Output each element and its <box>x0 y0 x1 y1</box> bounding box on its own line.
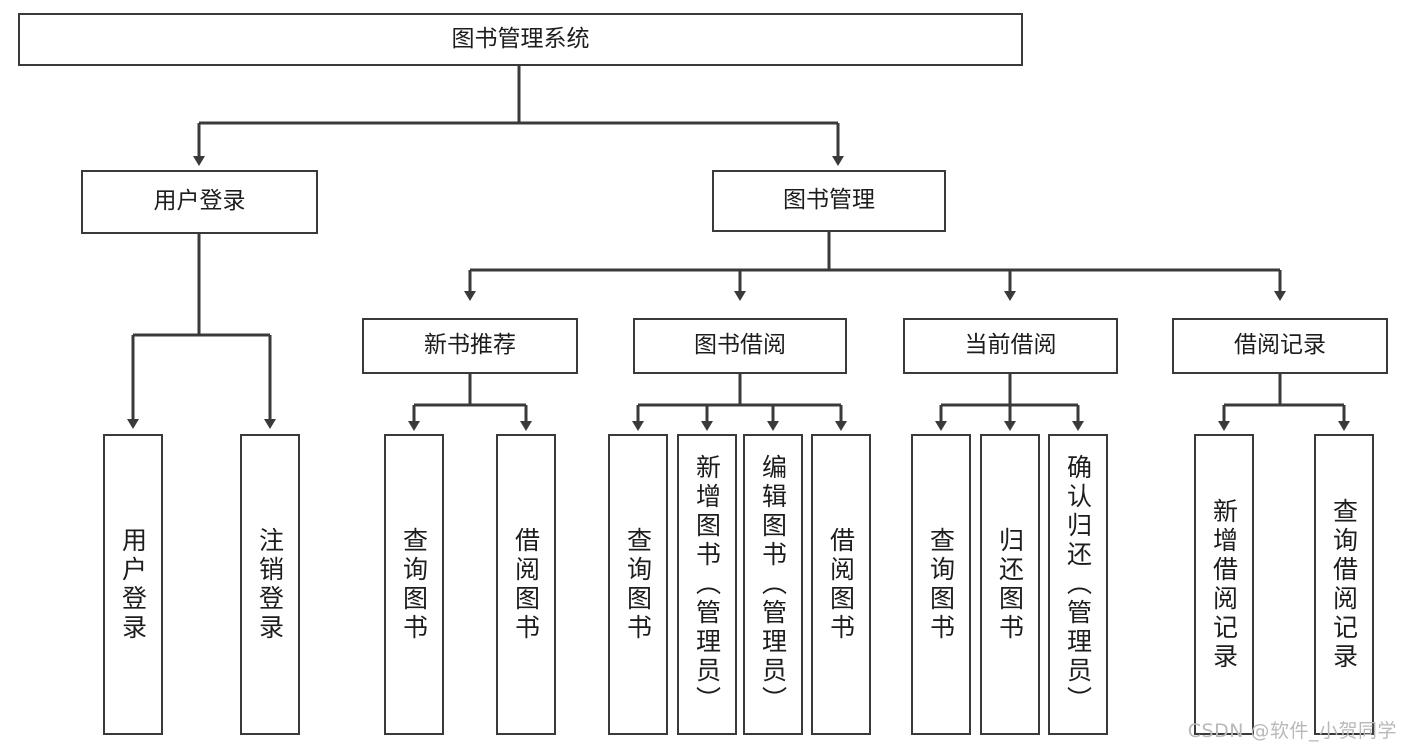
node-label: 图书管理系统 <box>451 25 590 52</box>
leaf-add-book-admin[interactable]: 新增图书（管理员） <box>677 434 737 735</box>
node-label: 新书推荐 <box>424 332 516 359</box>
node-book-borrow[interactable]: 图书借阅 <box>633 318 847 374</box>
node-book-management[interactable]: 图书管理 <box>712 170 946 232</box>
node-label: 借阅记录 <box>1234 332 1326 359</box>
node-label: 借阅图书 <box>511 526 541 643</box>
node-label: 查询图书 <box>623 526 653 643</box>
node-label: 查询图书 <box>399 526 429 643</box>
leaf-query-borrow-record[interactable]: 查询借阅记录 <box>1314 434 1374 735</box>
leaf-confirm-return-admin[interactable]: 确认归还（管理员） <box>1048 434 1108 735</box>
node-label: 新增图书（管理员） <box>692 454 722 715</box>
leaf-borrow-book[interactable]: 借阅图书 <box>811 434 871 735</box>
leaf-user-login[interactable]: 用户登录 <box>103 434 163 735</box>
node-label: 当前借阅 <box>964 332 1057 359</box>
node-new-book-recommend[interactable]: 新书推荐 <box>362 318 578 374</box>
node-label: 借阅图书 <box>826 526 856 643</box>
node-label: 查询图书 <box>926 526 956 643</box>
node-label: 新增借阅记录 <box>1209 497 1239 672</box>
node-user-login[interactable]: 用户登录 <box>81 170 318 234</box>
leaf-logout[interactable]: 注销登录 <box>240 434 300 735</box>
node-label: 查询借阅记录 <box>1329 497 1359 672</box>
node-label: 用户登录 <box>153 188 246 215</box>
node-label: 编辑图书（管理员） <box>758 454 788 715</box>
leaf-borrow-book-recommend[interactable]: 借阅图书 <box>496 434 556 735</box>
node-borrow-record[interactable]: 借阅记录 <box>1172 318 1388 374</box>
node-label: 图书借阅 <box>694 332 786 359</box>
leaf-return-book[interactable]: 归还图书 <box>980 434 1040 735</box>
node-label: 注销登录 <box>255 526 285 643</box>
leaf-query-book-current[interactable]: 查询图书 <box>911 434 971 735</box>
node-current-borrow[interactable]: 当前借阅 <box>903 318 1118 374</box>
leaf-add-borrow-record[interactable]: 新增借阅记录 <box>1194 434 1254 735</box>
leaf-query-book-recommend[interactable]: 查询图书 <box>384 434 444 735</box>
node-label: 用户登录 <box>118 526 148 643</box>
node-label: 图书管理 <box>783 187 875 214</box>
leaf-query-book-borrow[interactable]: 查询图书 <box>608 434 668 735</box>
leaf-edit-book-admin[interactable]: 编辑图书（管理员） <box>743 434 803 735</box>
node-book-management-system[interactable]: 图书管理系统 <box>18 13 1023 66</box>
node-label: 确认归还（管理员） <box>1063 454 1093 715</box>
node-label: 归还图书 <box>995 526 1025 643</box>
